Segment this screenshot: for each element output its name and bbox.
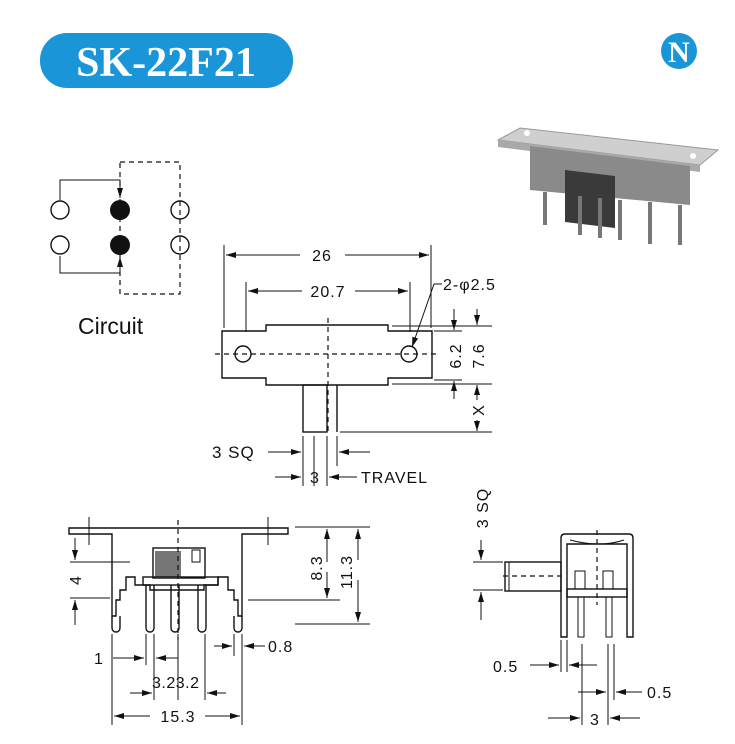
- dim-body-height: 8.3: [309, 555, 326, 580]
- dim-total-height: 11.3: [339, 555, 356, 589]
- dim-pin-a: 0.5: [493, 659, 518, 676]
- dim-pin-pitch: 3.23.2: [152, 675, 199, 692]
- dim-outer-height: 7.6: [471, 343, 488, 368]
- hole-note: 2-φ2.5: [443, 277, 496, 294]
- travel-label: TRAVEL: [361, 470, 428, 487]
- dim-pin-height: 4: [68, 575, 85, 585]
- product-photo: [496, 127, 720, 245]
- model-title: SK-22F21: [76, 40, 256, 86]
- dim-pin-width: 1: [94, 651, 104, 668]
- top-view-drawing: 26 20.7 2-φ2.5 6.2 7.6 X 3 SQ 3 TRAVEL: [212, 245, 496, 487]
- actuator-size-label: 3 SQ: [212, 443, 255, 462]
- dim-pin-thickness: 0.8: [268, 639, 293, 656]
- front-view-drawing: 8.3 11.3 4 1 0.8 3.23.2 15.3: [68, 517, 370, 726]
- dim-width: 15.3: [160, 709, 195, 726]
- side-actuator-size: 3 SQ: [475, 488, 492, 528]
- dim-pin-spacing: 3: [590, 712, 600, 729]
- travel-value: 3: [310, 470, 320, 487]
- dim-hole-spacing: 20.7: [310, 284, 345, 301]
- logo-letter: N: [668, 36, 690, 69]
- circuit-label: Circuit: [78, 313, 144, 339]
- side-view-drawing: 3 SQ 0.5 0.5 3: [473, 488, 672, 729]
- dim-inner-height: 6.2: [448, 343, 465, 368]
- title-badge: SK-22F21: [40, 33, 293, 88]
- dim-pin-b: 0.5: [647, 685, 672, 702]
- brand-logo: N: [661, 33, 697, 69]
- dim-overall-width: 26: [312, 248, 332, 265]
- dim-actuator-length: X: [471, 404, 488, 416]
- circuit-diagram: Circuit: [50, 161, 190, 339]
